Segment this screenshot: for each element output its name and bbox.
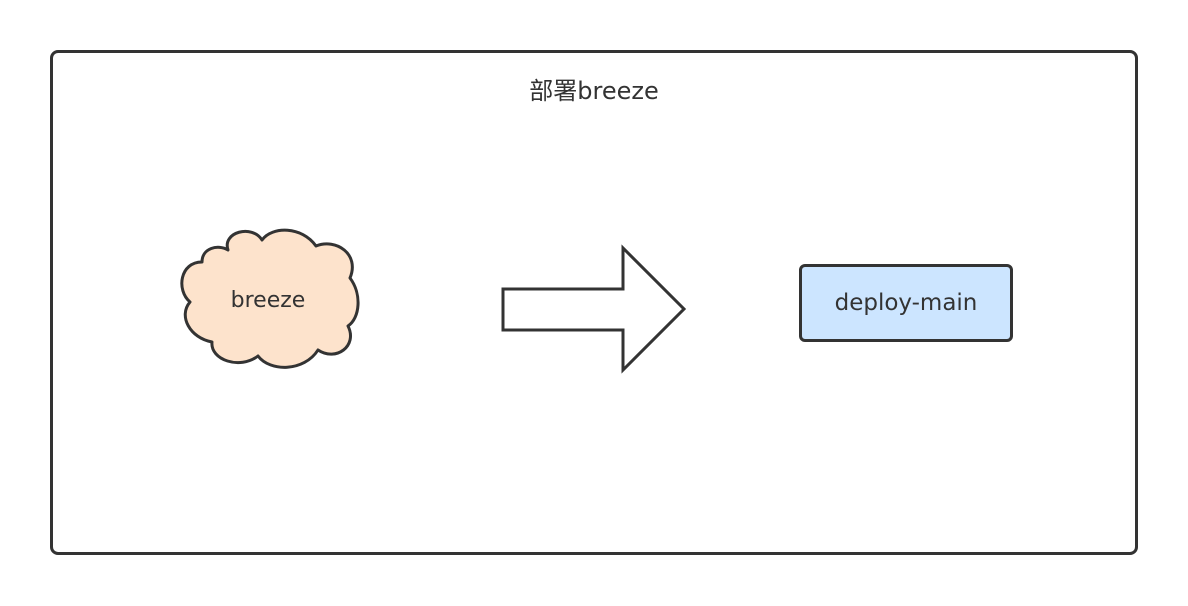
breeze-cloud-shape	[180, 228, 360, 369]
right-arrow-icon	[501, 244, 687, 374]
deploy-main-label: deploy-main	[834, 290, 978, 316]
diagram-title: 部署breeze	[529, 77, 659, 105]
deploy-main-node: deploy-main	[799, 264, 1013, 342]
breeze-cloud-label: breeze	[230, 288, 306, 313]
